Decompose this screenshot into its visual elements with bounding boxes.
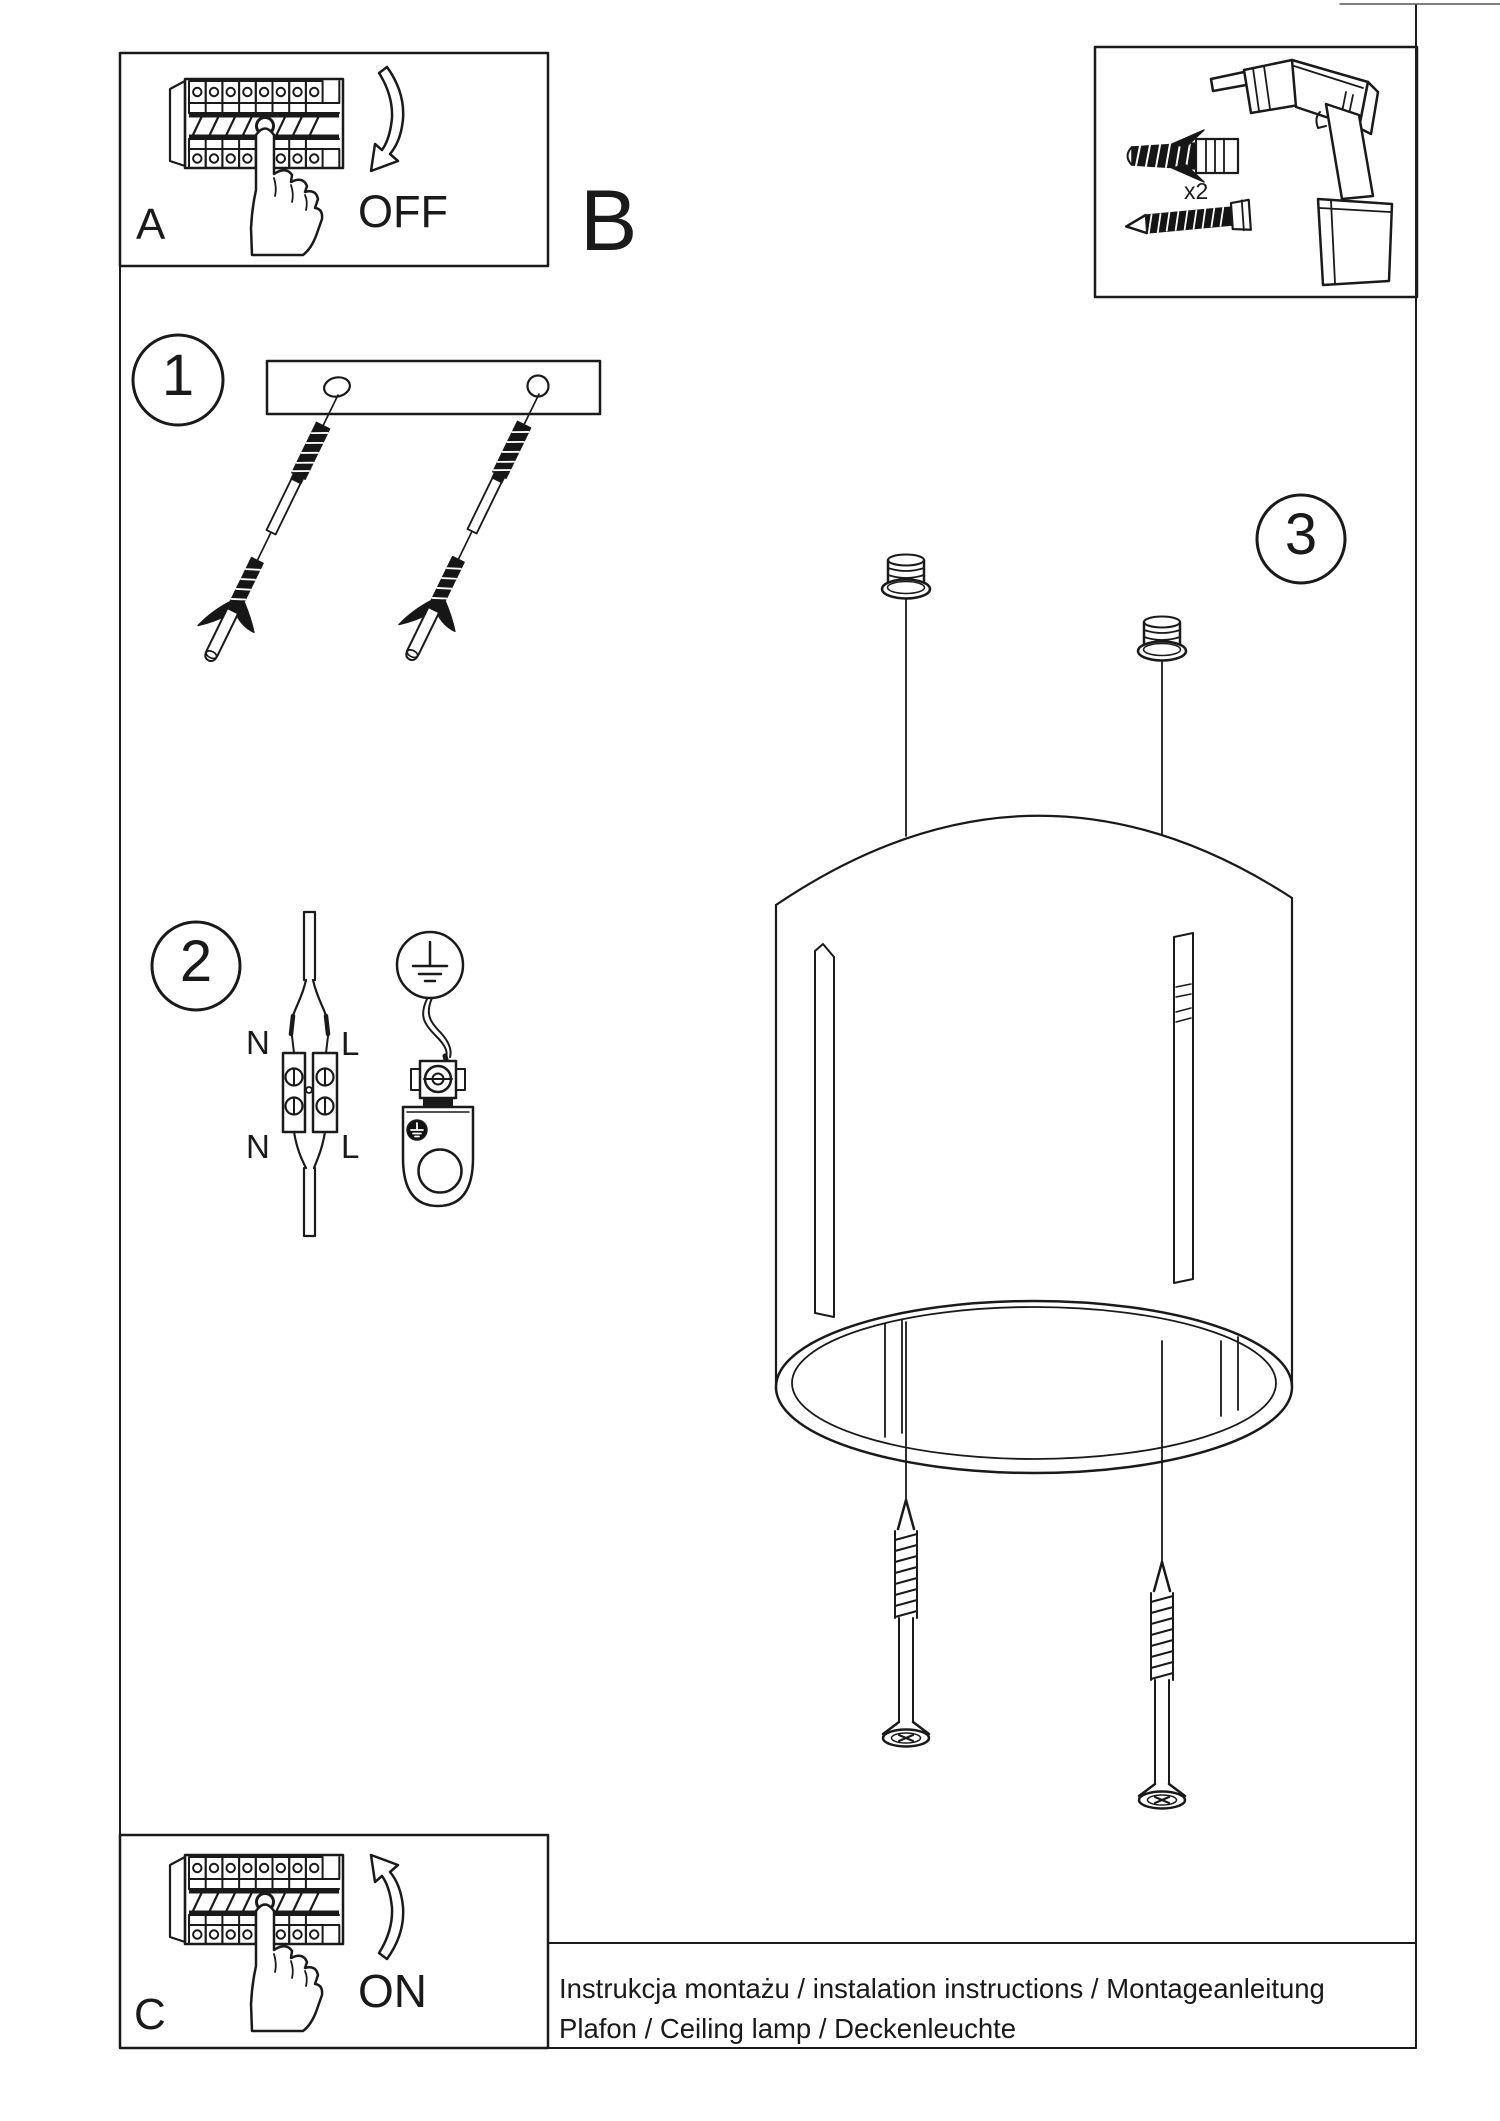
expansion-plug-left	[185, 382, 365, 675]
light-slot-back-left	[884, 1319, 903, 1438]
page-margin-lines	[119, 3, 1500, 2049]
power-on-panel	[118, 1833, 550, 2050]
mounting-bracket	[265, 359, 602, 416]
mains-cable-bottom	[292, 1130, 327, 1238]
step-3-number: 3	[1284, 502, 1318, 567]
cordless-drill-icon	[1209, 58, 1394, 287]
curved-arrow-down-icon	[369, 65, 405, 173]
step-1-drawing	[131, 333, 602, 675]
wire-label-n-top: N	[246, 1024, 270, 1061]
mounting-screw-right	[1137, 1560, 1187, 1810]
cylinder-lamp-shade	[774, 814, 1294, 1475]
step-3-drawing	[774, 493, 1347, 1810]
light-slot-right	[1173, 932, 1194, 1284]
mounting-screw-icon	[1125, 198, 1252, 235]
suspension-wires	[905, 598, 1163, 1563]
terminal-block	[281, 1051, 339, 1134]
threaded-cap-right	[1136, 615, 1188, 662]
panel-a-label: A	[136, 200, 166, 249]
mounting-screw-left	[881, 1498, 931, 1748]
panel-b-label: B	[580, 173, 638, 269]
earth-ground-symbol-icon	[395, 930, 465, 1000]
step-1-badge	[131, 333, 225, 427]
wire-label-l-top: L	[341, 1025, 360, 1062]
footer-line-1: Instrukcja montażu / instalation instruc…	[559, 1973, 1325, 2004]
panel-a-status: OFF	[358, 186, 448, 237]
panel-c-label: C	[134, 1990, 166, 2039]
light-slot-back-right	[1220, 1336, 1239, 1417]
wire-label-l-bottom: L	[341, 1128, 360, 1165]
step-2-drawing	[150, 910, 475, 1238]
step-2-badge	[150, 920, 242, 1012]
step-2-number: 2	[179, 929, 213, 994]
wire-label-n-bottom: N	[246, 1128, 270, 1165]
step-1-number: 1	[161, 343, 195, 408]
tools-panel	[1093, 45, 1419, 299]
expansion-plug-right	[386, 381, 566, 674]
power-off-panel	[118, 51, 550, 268]
mains-cable-top	[288, 910, 331, 1054]
threaded-cap-left	[880, 553, 932, 600]
footer-line-2: Plafon / Ceiling lamp / Deckenleuchte	[559, 2013, 1017, 2044]
parts-quantity: x2	[1184, 178, 1209, 204]
light-slot-left	[814, 943, 835, 1318]
curved-arrow-up-icon	[369, 1853, 405, 1961]
panel-c-status: ON	[358, 1965, 427, 2017]
pressing-hand-icon	[249, 127, 324, 257]
wall-plug-icon	[1126, 129, 1240, 183]
pressing-hand-icon	[249, 1903, 324, 2033]
ground-clamp	[401, 997, 475, 1208]
footer-box	[547, 1942, 1417, 2049]
step-3-badge	[1255, 493, 1347, 585]
